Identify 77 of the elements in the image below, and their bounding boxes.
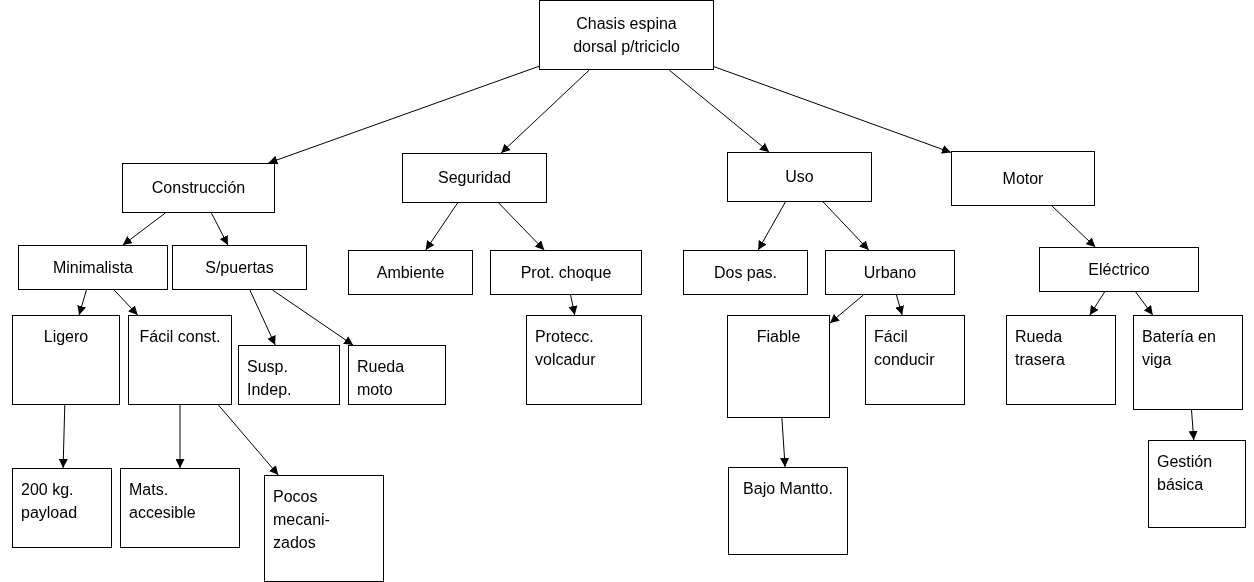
concept-box [1006,315,1116,405]
concept-box [18,245,168,290]
concept-box [1133,315,1243,410]
node-label: Dos pas. [713,262,778,283]
concept-box [1039,247,1199,292]
arrow [113,289,139,316]
node-label: Protecc. volcadur [535,327,597,371]
node-label: Fiable [756,327,801,347]
concept-box [348,250,473,295]
node-label: Construcción [151,178,246,199]
node-label: Chasis espina dorsal p/triciclo [572,13,681,57]
node-label: S/puertas [205,257,274,278]
node-label: Uso [785,167,814,188]
concept-box [402,153,547,203]
arrow [77,289,87,316]
arrow [425,202,459,251]
concept-box [526,315,642,405]
arrow [780,417,789,468]
arrow [498,202,545,251]
arrow [175,404,185,469]
node-label: Ligero [43,327,89,347]
arrow [210,212,229,246]
arrow [757,201,786,251]
node-label: Eléctrico [1088,259,1150,280]
node-label: Seguridad [438,168,511,189]
concept-box [120,468,240,548]
arrow [668,69,770,153]
arrow [568,294,578,316]
concept-box [865,315,965,405]
concept-box [683,250,808,295]
node-label: Urbano [863,262,917,283]
node-label: Rueda trasera [1015,327,1066,371]
node-label: Pocos mecani- zados [273,487,331,554]
concept-box [238,345,340,405]
concept-box [825,250,955,295]
concept-box [172,245,307,290]
node-label: Rueda moto [357,357,406,401]
arrow [58,404,68,469]
arrow [271,289,354,346]
concept-box [1148,440,1246,528]
arrow [267,65,540,165]
node-label: Motor [1002,168,1044,189]
arrow [1089,291,1106,316]
concept-box [122,163,275,213]
node-label: Minimalista [53,257,133,278]
concept-box [264,475,384,582]
node-label: Gestión básica [1157,452,1214,496]
concept-box [727,152,872,202]
node-label: Mats. accesible [129,480,197,524]
concept-box [348,345,446,405]
concept-box [951,151,1095,206]
node-label: Batería en viga [1142,327,1217,371]
arrow [122,212,166,246]
node-label: Fácil conducir [874,327,936,371]
arrow [1051,205,1096,248]
concept-box [490,250,642,295]
concept-box [539,0,714,70]
arrow [249,289,276,346]
concept-box [12,315,120,405]
node-label: Fácil const. [139,327,221,347]
arrow [217,404,279,476]
arrow [829,294,864,324]
arrow [713,66,952,154]
node-label: Prot. choque [520,262,612,283]
node-label: 200 kg. payload [21,480,79,524]
node-label: Bajo Mantto. [743,479,833,499]
arrow [500,69,590,154]
concept-box [727,315,830,418]
concept-box [12,468,112,548]
node-label: Susp. Indep. [247,357,293,401]
concept-box [128,315,232,405]
node-label: Ambiente [376,262,445,283]
arrow [895,294,904,316]
arrow [1188,409,1198,441]
arrow [1135,291,1154,316]
arrow [822,201,870,251]
concept-box [728,467,848,555]
